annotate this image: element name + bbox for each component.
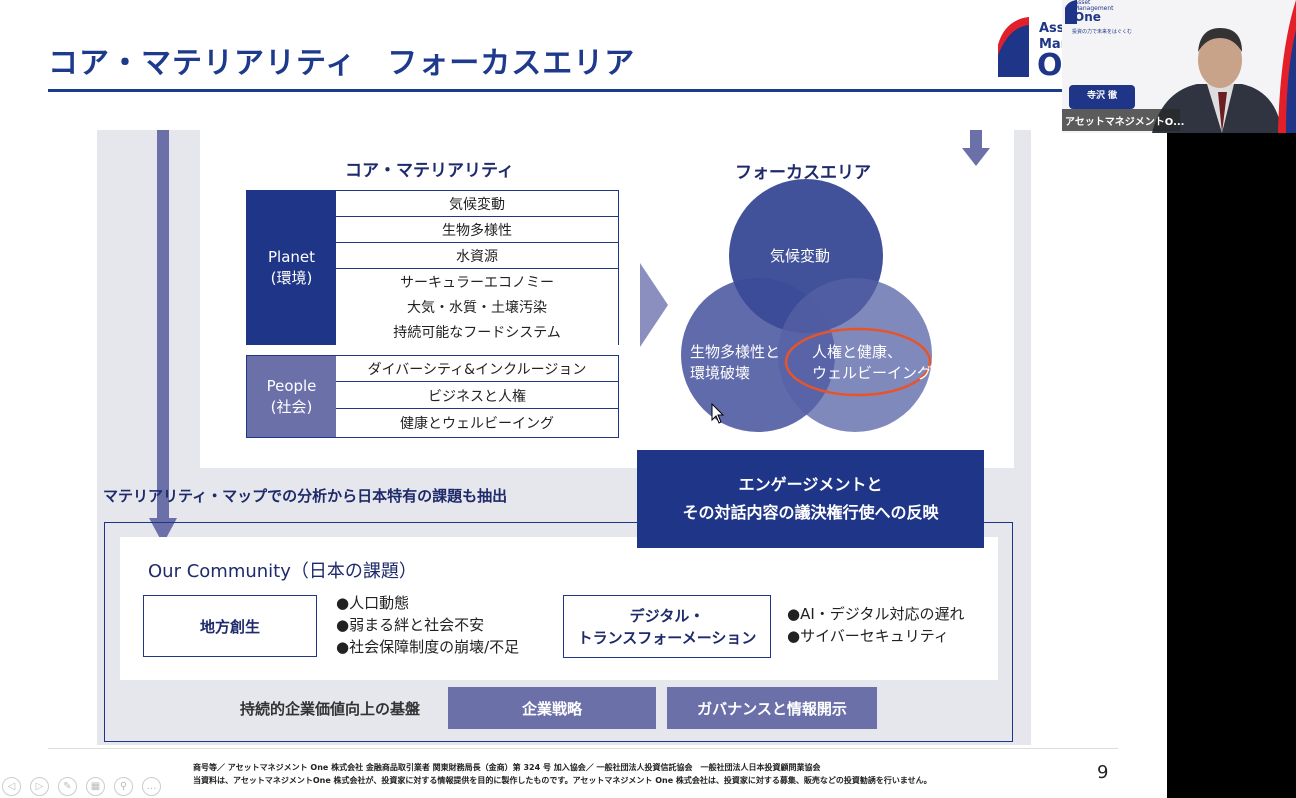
community-box xyxy=(104,522,1013,742)
table-row: 健康とウェルビーイング xyxy=(336,410,618,436)
people-sublabel: (社会) xyxy=(270,397,313,416)
arrow-down-icon xyxy=(962,130,990,166)
digital-transformation-box: デジタル・トランスフォーメーション xyxy=(563,595,771,658)
planet-sublabel: (環境) xyxy=(270,268,313,287)
logo-text: O xyxy=(1037,48,1063,83)
governance-box: ガバナンスと情報開示 xyxy=(667,687,877,729)
video-background-stripe xyxy=(1278,0,1296,133)
planet-category: Planet (環境) xyxy=(247,191,336,344)
blank-area xyxy=(1167,133,1296,798)
engagement-line: エンゲージメントと xyxy=(738,475,883,494)
engagement-box: エンゲージメントとその対話内容の議決権行使への反映 xyxy=(637,450,984,548)
presenter-video xyxy=(1152,28,1282,133)
venn-label-climate: 気候変動 xyxy=(770,247,831,265)
bullet-item: ●人口動態 xyxy=(336,594,410,612)
page-number: 9 xyxy=(1097,762,1109,783)
table-row: ダイバーシティ&インクルージョン xyxy=(336,356,618,382)
focus-area-heading: フォーカスエリア xyxy=(735,163,871,183)
footer-divider xyxy=(48,748,1118,749)
engagement-line: その対話内容の議決権行使への反映 xyxy=(682,503,939,522)
venn-label-biodiversity: 生物多様性と 環境破壊 xyxy=(690,343,781,382)
table-row: 水資源 xyxy=(336,243,618,269)
logo-text: Mar xyxy=(1039,37,1068,52)
table-row: 生物多様性 xyxy=(336,217,618,243)
slides-grid-icon[interactable]: ▦ xyxy=(86,777,105,796)
bullet-item: ●サイバーセキュリティ xyxy=(787,627,949,645)
footer-line: 商号等／ アセットマネジメント One 株式会社 金融商品取引業者 関東財務局長… xyxy=(193,763,821,772)
mouse-cursor-icon xyxy=(711,403,725,424)
dx-label: トランスフォーメーション xyxy=(577,628,757,647)
people-table: People (社会) ダイバーシティ&インクルージョン ビジネスと人権 健康とウ… xyxy=(246,355,619,438)
arrow-down-icon xyxy=(149,518,177,544)
next-slide-icon[interactable]: ▷ xyxy=(30,777,49,796)
chevron-right-icon xyxy=(640,263,668,347)
logo-mark-icon xyxy=(998,17,1029,77)
bullet-item: ●社会保障制度の崩壊/不足 xyxy=(336,638,520,656)
people-label: People xyxy=(266,376,317,395)
core-materiality-heading: コア・マテリアリティ xyxy=(345,161,514,181)
zoom-icon[interactable]: ⚲ xyxy=(114,777,133,796)
planet-table: Planet (環境) 気候変動 生物多様性 水資源 サーキュラーエコノミー 大気… xyxy=(246,190,619,345)
participant-name: アセットマネジメントO... xyxy=(1062,109,1184,131)
title-divider xyxy=(48,89,1123,92)
highlight-ellipse xyxy=(784,327,932,397)
video-logo-text: Asset Management xyxy=(1074,0,1114,12)
video-tile[interactable]: Asset Management One 投資の力で未来をはぐくむ 寺沢 徹 ア… xyxy=(1062,0,1296,133)
table-row: 大気・水質・土壌汚染 xyxy=(336,294,618,320)
footer-line: 当資料は、アセットマネジメントOne 株式会社が、投資家に対する情報提供を目的に… xyxy=(193,776,932,785)
table-row: ビジネスと人権 xyxy=(336,383,618,409)
dx-label: デジタル・ xyxy=(629,606,705,625)
venn-label-human-rights: 人権と健康、 ウェルビーイング xyxy=(812,343,933,382)
regional-revitalization-box: 地方創生 xyxy=(143,595,317,657)
bullet-item: ●AI・デジタル対応の遅れ xyxy=(787,605,965,623)
community-heading: Our Community（日本の課題） xyxy=(148,561,417,582)
name-card: 寺沢 徹 xyxy=(1069,85,1135,109)
people-category: People (社会) xyxy=(247,356,336,437)
bullet-item: ●弱まる絆と社会不安 xyxy=(336,616,485,634)
regional-bullets: ●人口動態 ●弱まる絆と社会不安 ●社会保障制度の崩壊/不足 xyxy=(336,592,519,658)
video-logo-mark-icon xyxy=(1065,0,1077,24)
pen-icon[interactable]: ✎ xyxy=(58,777,77,796)
table-row: サーキュラーエコノミー xyxy=(336,269,618,295)
video-logo-text: One xyxy=(1074,10,1101,24)
more-options-icon[interactable]: … xyxy=(142,777,161,796)
planet-label: Planet xyxy=(267,247,316,266)
flow-arrow xyxy=(157,130,169,522)
logo-text: Ass xyxy=(1039,21,1065,36)
foundation-label: 持続的企業価値向上の基盤 xyxy=(240,700,421,718)
previous-slide-icon[interactable]: ◁ xyxy=(2,777,21,796)
digital-bullets: ●AI・デジタル対応の遅れ ●サイバーセキュリティ xyxy=(787,603,964,647)
table-row: 持続可能なフードシステム xyxy=(336,319,618,345)
venn-circle-human-rights xyxy=(778,278,932,432)
table-row: 気候変動 xyxy=(336,191,618,217)
corporate-strategy-box: 企業戦略 xyxy=(448,687,656,729)
venn-diagram xyxy=(681,179,932,432)
video-tagline: 投資の力で未来をはぐくむ xyxy=(1072,29,1133,35)
map-note: マテリアリティ・マップでの分析から日本特有の課題も抽出 xyxy=(103,487,508,505)
slide-title: コア・マテリアリティ フォーカスエリア xyxy=(48,46,636,81)
